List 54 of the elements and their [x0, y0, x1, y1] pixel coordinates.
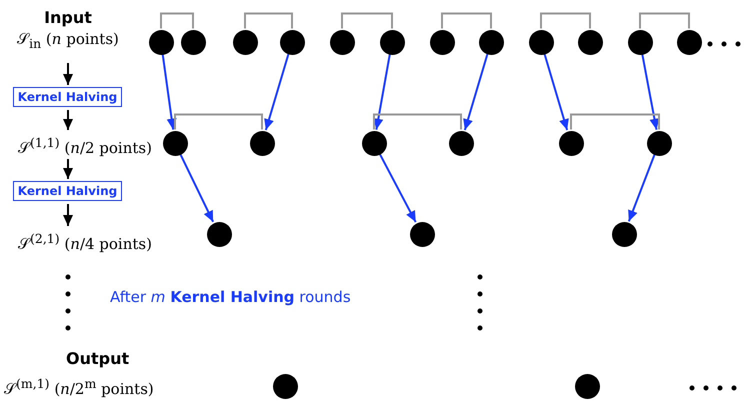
pair-bracket [174, 114, 263, 130]
arrow [63, 63, 73, 85]
pair-bracket [373, 114, 462, 130]
arrow [641, 54, 660, 130]
note: After m Kernel Halving rounds [110, 288, 351, 306]
arrow [373, 54, 391, 130]
arrow [63, 159, 73, 179]
pair-bracket [341, 12, 393, 28]
point-circle [162, 130, 188, 156]
point-circle [206, 222, 232, 246]
point-circle [148, 30, 174, 54]
point-circle [676, 30, 702, 54]
point-circle [558, 130, 584, 156]
set-label: 𝒮$^{(1,1)}$ (n/2 points) [18, 134, 152, 159]
arrow [628, 154, 656, 222]
pair-bracket [160, 12, 194, 28]
point-circle [410, 222, 434, 246]
arrow [63, 204, 73, 226]
point-circle [330, 30, 354, 54]
pair-bracket [639, 12, 690, 28]
point-circle [380, 30, 404, 54]
point-circle [448, 130, 474, 156]
point-circle [430, 30, 454, 54]
arrow [264, 54, 290, 130]
point-circle [528, 30, 554, 54]
set-label: 𝒮$^{(m,1)}$ (n/2$^{m}$ points) [4, 376, 154, 398]
point-circle [578, 30, 602, 54]
point-circle [272, 374, 298, 398]
point-circle [180, 30, 206, 54]
point-circle [612, 222, 636, 246]
arrow [544, 54, 569, 130]
heading-text: Output [66, 349, 130, 368]
process-box: Kernel Halving [13, 87, 122, 107]
process-box: Kernel Halving [13, 181, 122, 201]
arrow [180, 154, 214, 222]
point-circle [280, 30, 304, 54]
arrow [162, 54, 177, 130]
set-label: 𝒮$^{(2,1)}$ (n/4 points) [18, 230, 152, 255]
pair-bracket [540, 12, 591, 28]
arrow [378, 154, 417, 223]
point-circle [478, 30, 504, 54]
point-circle [628, 30, 652, 54]
arrow [463, 54, 488, 130]
point-circle [574, 374, 600, 398]
point-circle [362, 130, 386, 156]
pair-bracket [570, 114, 660, 130]
pair-bracket [441, 12, 492, 28]
point-circle [232, 30, 258, 54]
point-circle [646, 130, 672, 156]
pair-bracket [244, 12, 293, 28]
heading-text: Input [44, 8, 92, 28]
set-label: 𝒮$_{in}$ (n points) [17, 29, 119, 53]
point-circle [250, 130, 274, 156]
arrow [63, 110, 73, 130]
